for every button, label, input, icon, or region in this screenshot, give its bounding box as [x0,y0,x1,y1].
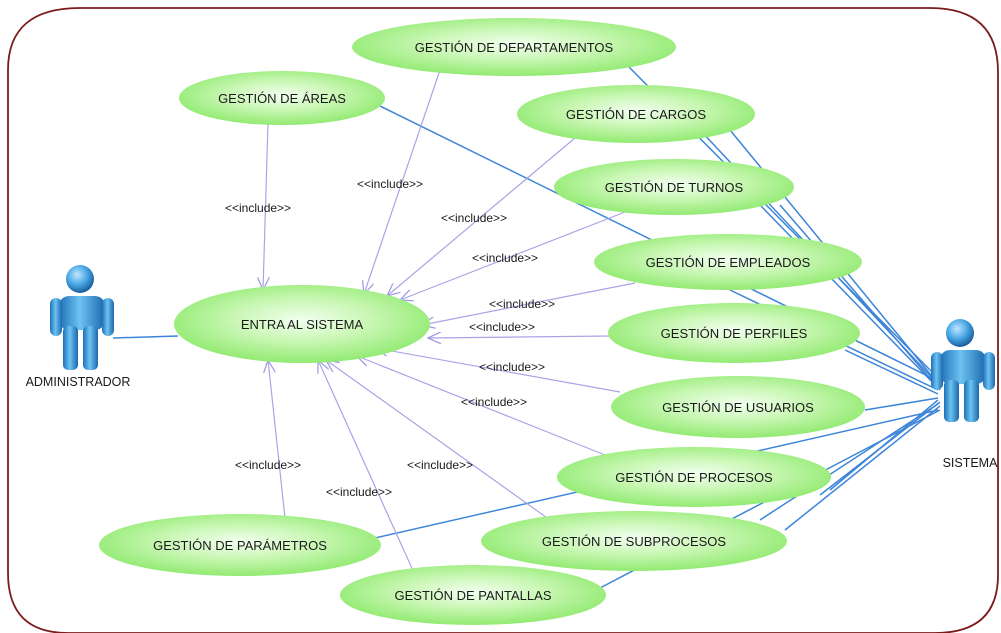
use-case-perfiles-label: GESTIÓN DE PERFILES [661,326,808,341]
use-case-perfiles[interactable]: GESTIÓN DE PERFILES [608,303,860,363]
use-case-parametros-label: GESTIÓN DE PARÁMETROS [153,538,327,553]
assoc-sistema-usuarios [864,397,939,411]
assoc-sistema-procesos-b [819,401,941,496]
use-case-entra-al-sistema[interactable]: ENTRA AL SISTEMA [174,285,430,363]
include-arrow-turnos [400,211,626,300]
include-arrow-perfiles [428,336,611,338]
use-case-empleados[interactable]: GESTIÓN DE EMPLEADOS [594,234,862,290]
include-label-pantallas: <<include>> [326,485,392,499]
actor-sistema-label: SISTEMA [943,456,999,470]
include-label-areas: <<include>> [225,201,291,215]
include-labels: <<include>> <<include>> <<include>> <<in… [225,177,555,499]
include-arrow-departamentos [364,69,441,294]
include-arrow-areas [263,122,268,290]
include-arrow-pantallas [318,360,416,576]
include-label-perfiles: <<include>> [469,320,535,334]
use-case-pantallas[interactable]: GESTIÓN DE PANTALLAS [340,565,606,625]
include-label-procesos: <<include>> [461,395,527,409]
include-label-empleados: <<include>> [489,297,555,311]
person-icon [50,265,114,370]
assoc-sistema-turnos [759,204,939,389]
include-arrow-usuarios [375,348,621,393]
assoc-sistema-subprocesos-b [784,405,941,531]
use-case-turnos[interactable]: GESTIÓN DE TURNOS [554,159,794,215]
use-case-cargos-label: GESTIÓN DE CARGOS [566,107,706,122]
system-boundary [7,7,999,633]
assoc-sistema-perfiles [844,349,939,395]
include-arrow-subprocesos [326,360,551,521]
use-case-entra-label: ENTRA AL SISTEMA [241,317,364,332]
include-arrow-parametros [268,360,286,519]
use-case-departamentos-label: GESTIÓN DE DEPARTAMENTOS [415,40,614,55]
use-case-areas[interactable]: GESTIÓN DE ÁREAS [179,71,385,125]
use-case-subprocesos-label: GESTIÓN DE SUBPROCESOS [542,534,727,549]
use-case-empleados-label: GESTIÓN DE EMPLEADOS [646,255,811,270]
use-case-parametros[interactable]: GESTIÓN DE PARÁMETROS [99,514,381,576]
use-case-cargos[interactable]: GESTIÓN DE CARGOS [517,85,755,143]
admin-associations [112,335,179,339]
assoc-admin-entra [112,335,179,339]
actor-administrador[interactable]: ADMINISTRADOR [26,265,131,389]
include-label-departamentos: <<include>> [357,177,423,191]
include-label-cargos: <<include>> [441,211,507,225]
include-arrow-empleados [422,282,636,325]
include-label-subprocesos: <<include>> [407,458,473,472]
assoc-sistema-turnos-b [779,204,941,391]
use-case-areas-label: GESTIÓN DE ÁREAS [218,91,346,106]
person-icon [931,319,995,422]
use-case-departamentos[interactable]: GESTIÓN DE DEPARTAMENTOS [352,18,676,76]
actor-administrador-label: ADMINISTRADOR [26,375,131,389]
include-label-turnos: <<include>> [472,251,538,265]
use-cases: GESTIÓN DE DEPARTAMENTOS GESTIÓN DE ÁREA… [99,18,865,625]
include-label-parametros: <<include>> [235,458,301,472]
assoc-sistema-subprocesos [759,403,939,521]
use-case-pantallas-label: GESTIÓN DE PANTALLAS [394,588,551,603]
include-arrow-procesos [357,356,631,466]
include-label-usuarios: <<include>> [479,360,545,374]
use-case-subprocesos[interactable]: GESTIÓN DE SUBPROCESOS [481,511,787,571]
use-case-usuarios[interactable]: GESTIÓN DE USUARIOS [611,376,865,438]
use-case-procesos[interactable]: GESTIÓN DE PROCESOS [557,447,831,507]
actor-sistema[interactable]: SISTEMA [931,319,998,470]
use-case-turnos-label: GESTIÓN DE TURNOS [605,180,744,195]
use-case-procesos-label: GESTIÓN DE PROCESOS [615,470,773,485]
include-arrow-cargos [387,137,576,296]
include-arrows [263,69,636,576]
use-case-usuarios-label: GESTIÓN DE USUARIOS [662,400,814,415]
